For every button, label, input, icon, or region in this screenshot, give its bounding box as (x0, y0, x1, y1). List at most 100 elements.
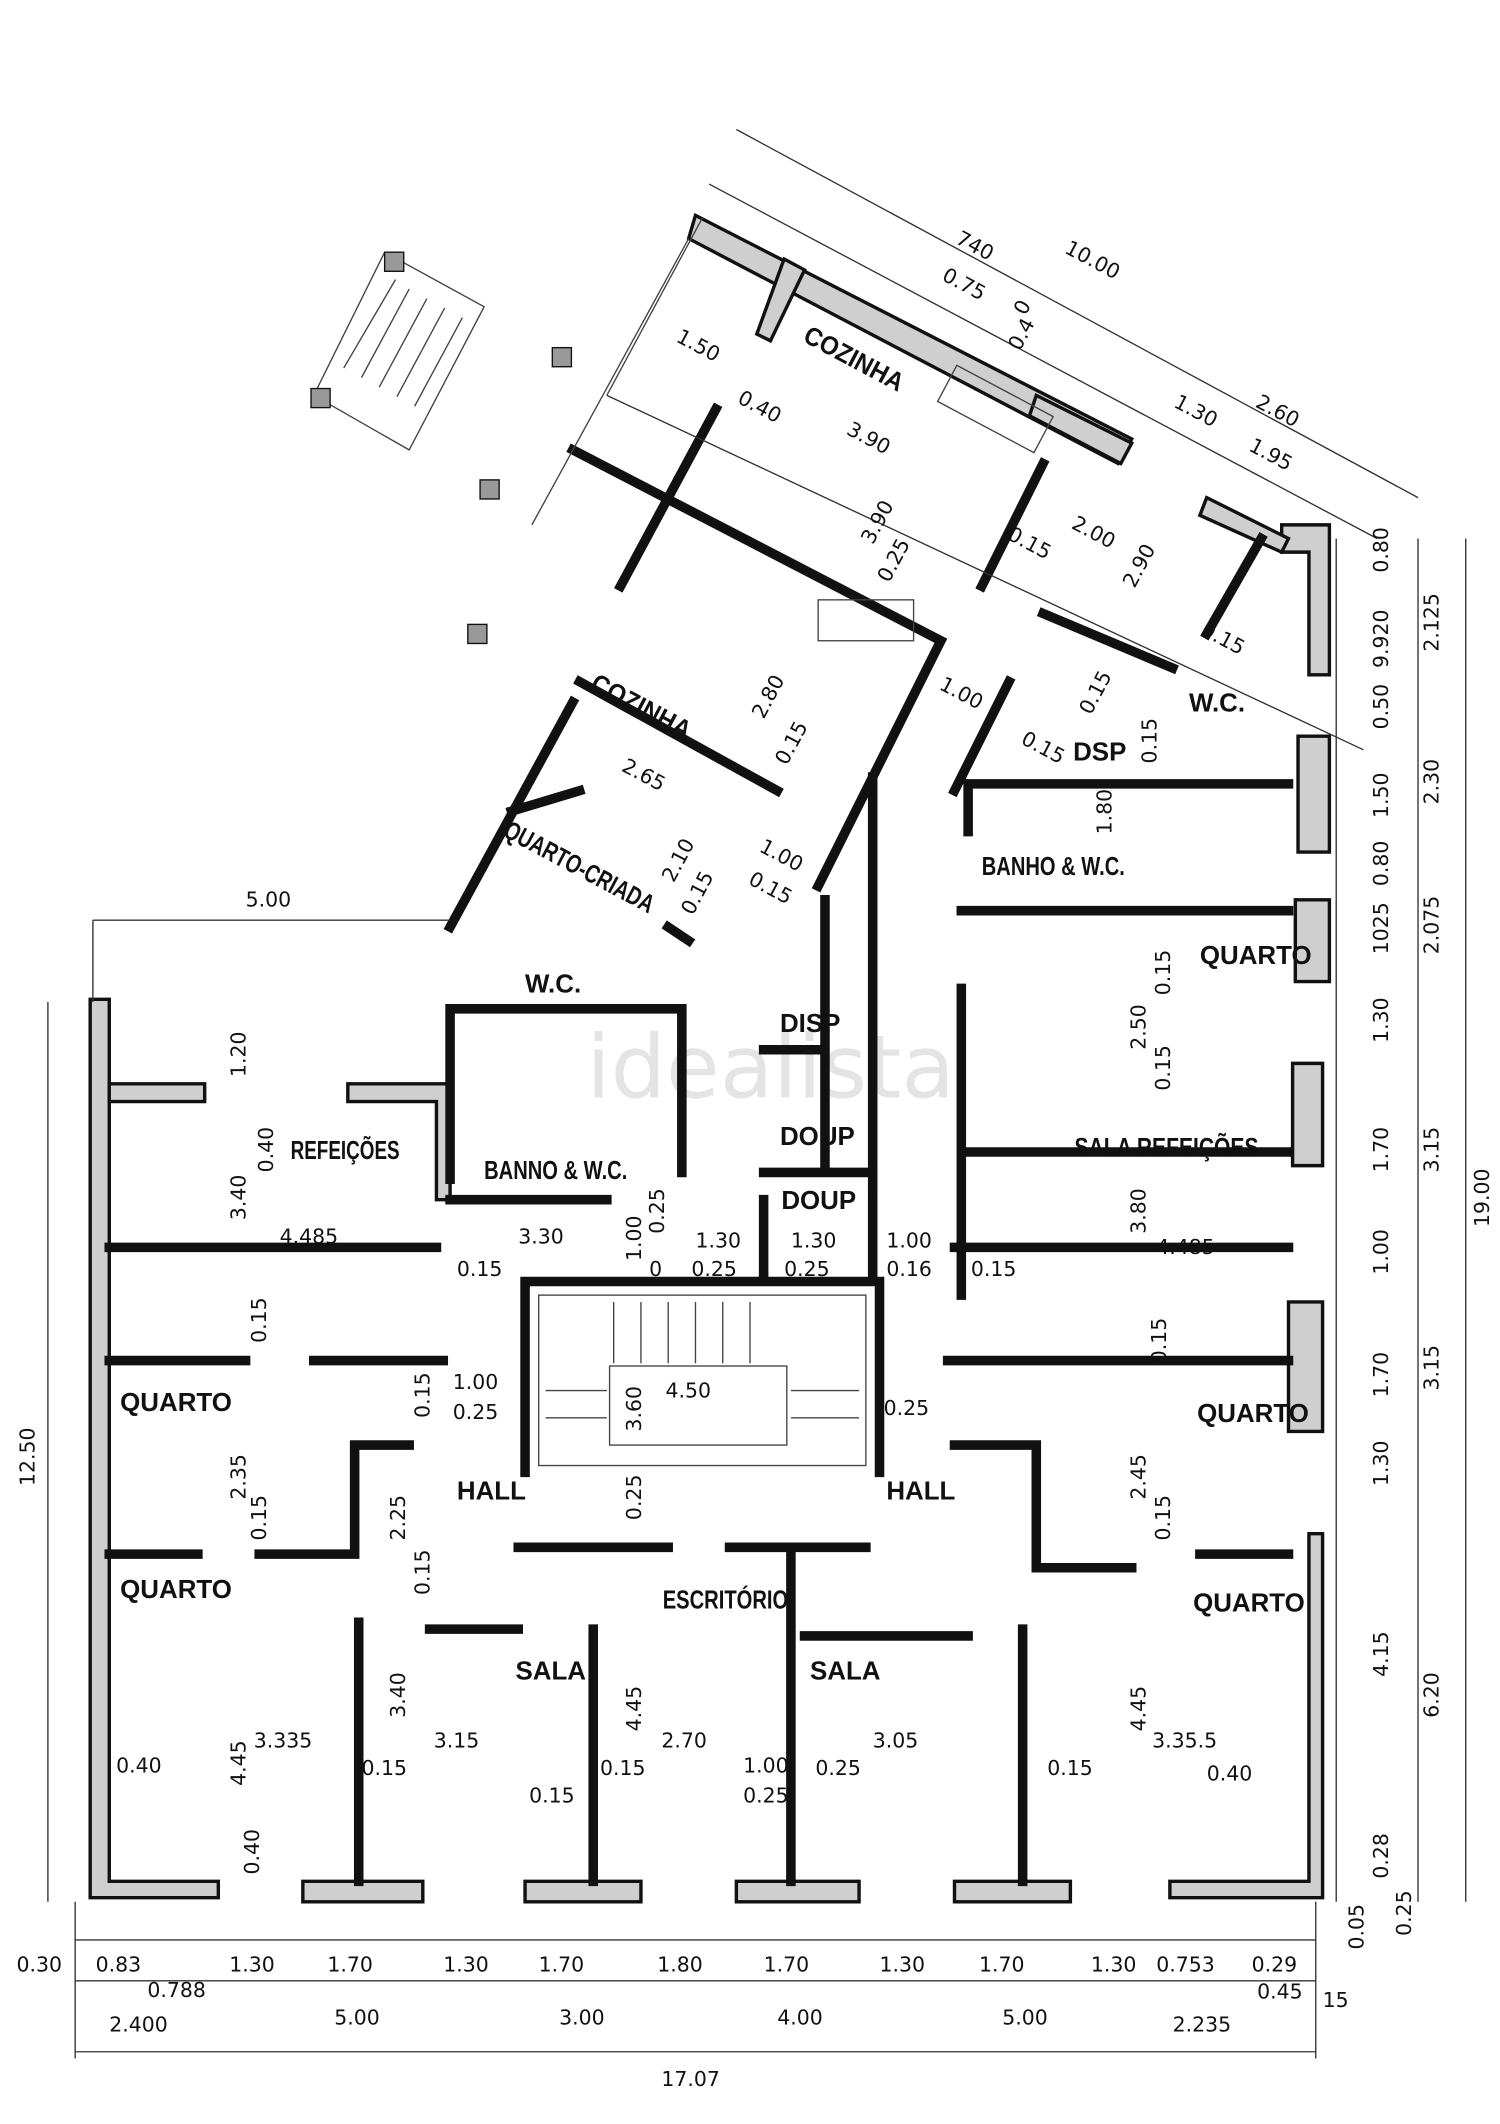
dimension-label: 0.15 (1151, 1045, 1175, 1091)
dimension-label: 1.00 (622, 1216, 646, 1262)
dimension-label: 2.075 (1419, 896, 1443, 955)
dimension-label: 1.95 (1245, 433, 1296, 476)
dimension-label: 2.00 (1068, 511, 1119, 554)
dimension-label: 0.15 (247, 1297, 271, 1343)
dimension-label: 1.70 (327, 1952, 373, 1976)
dimension-label: 4.00 (777, 2005, 823, 2029)
dimension-label: 0.15 (1151, 1495, 1175, 1541)
dimension-label: 2.70 (661, 1729, 707, 1753)
dimension-label: 1.80 (657, 1952, 703, 1976)
dimension-label: 0.15 (1047, 1756, 1093, 1780)
dimension-label: 0.75 (939, 263, 990, 306)
dimension-label: 0.29 (1252, 1952, 1298, 1976)
dimension-label: 1.70 (764, 1952, 810, 1976)
dimension-label: 1.30 (1369, 1440, 1393, 1486)
dimension-label: 3.40 (227, 1175, 251, 1221)
dimension-label: 0.25 (1392, 1890, 1416, 1936)
dimension-label: 2.65 (618, 753, 669, 796)
dimension-label: 3.35.5 (1152, 1729, 1217, 1753)
dimensions-left: 5.00 12.50 1.20 3.40 0.40 4.485 0.15 2.3… (15, 888, 498, 1875)
room-label: REFEIÇÕES (291, 1135, 400, 1165)
dimension-label: 0.40 (240, 1829, 264, 1875)
room-label: DOUP (780, 1123, 855, 1151)
dimension-label: 4.45 (1126, 1686, 1150, 1732)
dimension-label: 12.50 (15, 1427, 39, 1486)
dimension-label: 0.15 (1074, 667, 1117, 718)
main-block-walls (88, 523, 1332, 1904)
dimension-label: 0.15 (1151, 950, 1175, 996)
dimension-label: 0 (1009, 296, 1036, 319)
dimension-label: 0.16 (886, 1257, 932, 1281)
dimension-label: 10.00 (1061, 235, 1124, 284)
dimensions-right-block: 0.15 2.50 0.15 3.80 4.485 0.15 2.45 0.15… (971, 789, 1252, 1786)
dimension-label: 3.335 (254, 1729, 313, 1753)
dimension-label: 0.788 (147, 1978, 206, 2002)
dimension-label: 3.15 (434, 1729, 480, 1753)
dimension-label: 6.20 (1419, 1672, 1443, 1718)
dimension-label: 1.30 (229, 1952, 275, 1976)
dimension-label: 0.15 (971, 1257, 1017, 1281)
dimension-label: 15 (1323, 1988, 1349, 2012)
room-label: W.C. (525, 970, 581, 998)
dimension-label: 19.00 (1470, 1168, 1494, 1227)
dimension-label: 0.15 (529, 1783, 575, 1807)
room-label: COZINHA (586, 669, 696, 745)
dimension-label: 0.753 (1156, 1952, 1215, 1976)
dimension-label: 1.00 (886, 1228, 932, 1252)
dimension-label: 0.40 (116, 1753, 162, 1777)
dimension-label: 2.60 (1252, 389, 1303, 432)
room-label: QUARTO-CRIADA (499, 816, 659, 919)
dimension-label: 1.00 (743, 1753, 789, 1777)
dimension-label: 0.15 (457, 1257, 503, 1281)
room-label: SALA REFEIÇÕES (1074, 1132, 1258, 1162)
dimension-label: 1.30 (1091, 1952, 1137, 1976)
central-stair (538, 1294, 867, 1467)
dimension-label: 1.30 (695, 1228, 741, 1252)
dimension-label: 1.30 (880, 1952, 926, 1976)
dimension-label: 2.45 (1126, 1454, 1150, 1500)
dimension-label: 4.485 (280, 1224, 339, 1248)
dimension-label: 3.05 (873, 1729, 919, 1753)
dimension-label: 0.15 (1004, 522, 1055, 565)
dimension-label: 2.125 (1419, 593, 1443, 652)
dimension-label: 0.15 (247, 1495, 271, 1541)
dimension-label: 1.30 (1170, 389, 1221, 432)
dimension-label: 2.35 (227, 1454, 251, 1500)
room-label: SALA (810, 1658, 881, 1686)
exterior-stair (310, 251, 573, 645)
dimension-label: 0.05 (1344, 1904, 1368, 1950)
dimension-label: 0.83 (96, 1952, 142, 1976)
dimension-label: 4.485 (1156, 1235, 1215, 1259)
dimension-label: 1.30 (791, 1228, 837, 1252)
dimension-label: 2.80 (747, 671, 790, 722)
room-label: HALL (457, 1478, 526, 1506)
dimension-label: 5.00 (334, 2005, 380, 2029)
dimension-label: 3.30 (518, 1224, 564, 1248)
dimension-label: 0.40 (254, 1127, 278, 1173)
dimension-label: 2.235 (1173, 2012, 1232, 2036)
dimension-label: 0.25 (453, 1400, 499, 1424)
room-label: DSP (1073, 739, 1126, 767)
dimension-label: 0.40 (734, 385, 785, 428)
dimension-label: 0.45 (1257, 1980, 1303, 2004)
dimension-lines (47, 128, 1467, 2059)
dimensions-bottom: 0.30 0.83 1.30 1.70 1.30 1.70 1.80 1.70 … (17, 1952, 1349, 2091)
dimension-label: 3.40 (386, 1672, 410, 1718)
dimension-label: 0.15 (1147, 1318, 1171, 1364)
room-label: QUARTO (120, 1389, 232, 1417)
dimension-label: 4.15 (1369, 1631, 1393, 1677)
dimension-label: 0.15 (745, 867, 796, 910)
dimension-label: 2.25 (386, 1495, 410, 1541)
dimension-label: 4.45 (227, 1740, 251, 1786)
dimension-label: 17.07 (661, 2067, 720, 2091)
dimension-label: 2.30 (1419, 759, 1443, 805)
dimension-label: 0.25 (691, 1257, 737, 1281)
dimension-label: 0.4 (1003, 314, 1039, 354)
room-label: QUARTO (120, 1576, 232, 1604)
room-label: HALL (886, 1478, 955, 1506)
room-label: SALA (516, 1658, 587, 1686)
dimension-label: 1.00 (936, 672, 987, 715)
dimension-label: 4.50 (665, 1378, 711, 1402)
dimension-label: 3.15 (1419, 1345, 1443, 1391)
